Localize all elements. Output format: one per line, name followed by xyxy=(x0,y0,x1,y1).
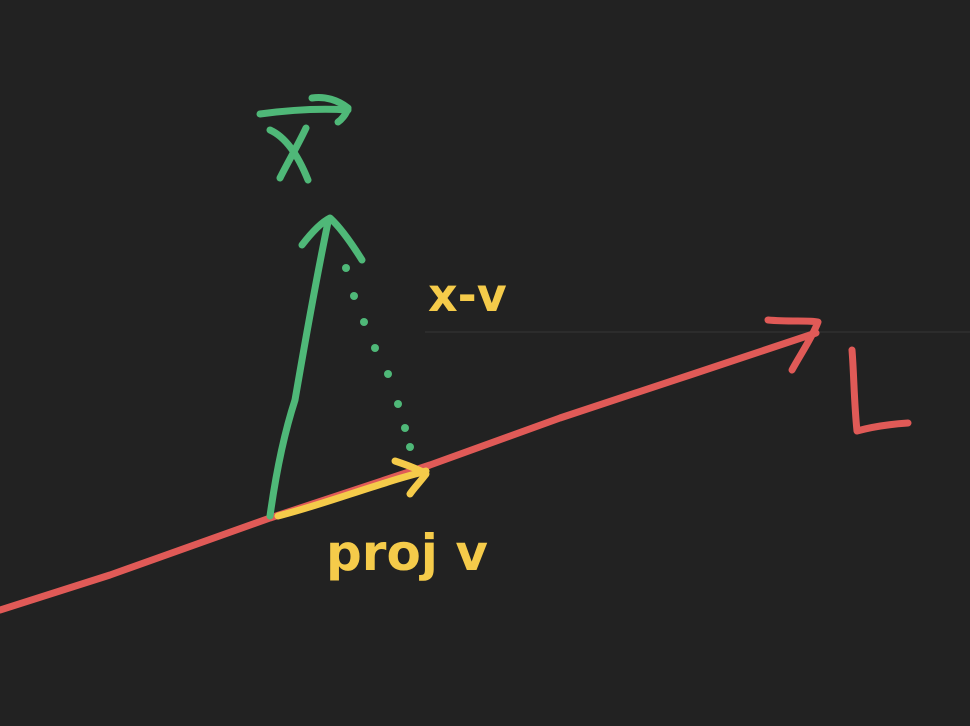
line-L-arrowhead xyxy=(764,316,822,374)
handwritten-x-arrow-shaft xyxy=(256,105,352,118)
projection-vector-shaft xyxy=(274,467,430,520)
vector-x-arrowhead xyxy=(298,214,366,264)
label-projection: proj v xyxy=(326,524,488,582)
handwritten-x-arrow-head xyxy=(308,94,352,126)
handwritten-L xyxy=(848,346,912,435)
line-L xyxy=(0,329,820,614)
vector-x-shaft xyxy=(266,218,332,520)
label-x-minus-v: x-v xyxy=(428,268,507,322)
projection-vector-arrowhead xyxy=(391,457,430,498)
handwritten-x-stroke-2 xyxy=(276,124,310,182)
dotted-x-minus-v xyxy=(342,264,414,451)
